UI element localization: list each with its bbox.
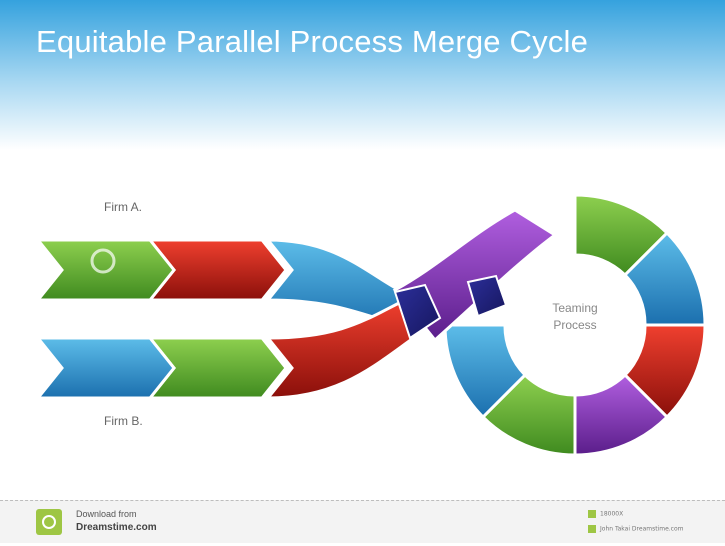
credit-line: John Takai Dreamstime.com xyxy=(588,525,684,533)
firm-b-lane xyxy=(34,298,428,400)
firm-a-green-chevron xyxy=(34,238,176,302)
credit-square-icon xyxy=(588,525,596,533)
stock-footer-bar: Download from Dreamstime.com 18000X John… xyxy=(0,500,725,543)
merge-crossover-navy xyxy=(393,283,442,340)
firm-a-label: Firm A. xyxy=(104,200,142,214)
cycle-center-label: Teaming Process xyxy=(552,301,598,332)
sky-header-background xyxy=(0,0,725,150)
teaming-cycle xyxy=(439,189,711,461)
site-name[interactable]: Dreamstime.com xyxy=(76,522,157,533)
firm-a-lane xyxy=(34,238,422,332)
firm-b-merge-band xyxy=(264,298,428,400)
watermark-icon xyxy=(90,248,116,274)
download-text: Download from xyxy=(76,509,137,519)
firm-b-label: Firm B. xyxy=(104,414,143,428)
dreamstime-logo-icon xyxy=(36,509,62,535)
cycle-center xyxy=(505,255,645,395)
cycle-entry-navy xyxy=(466,274,508,318)
diagram-title: Equitable Parallel Process Merge Cycle xyxy=(36,24,589,59)
image-id-line: 18000X xyxy=(588,510,623,518)
firm-b-blue-chevron xyxy=(34,336,176,400)
id-square-icon xyxy=(588,510,596,518)
